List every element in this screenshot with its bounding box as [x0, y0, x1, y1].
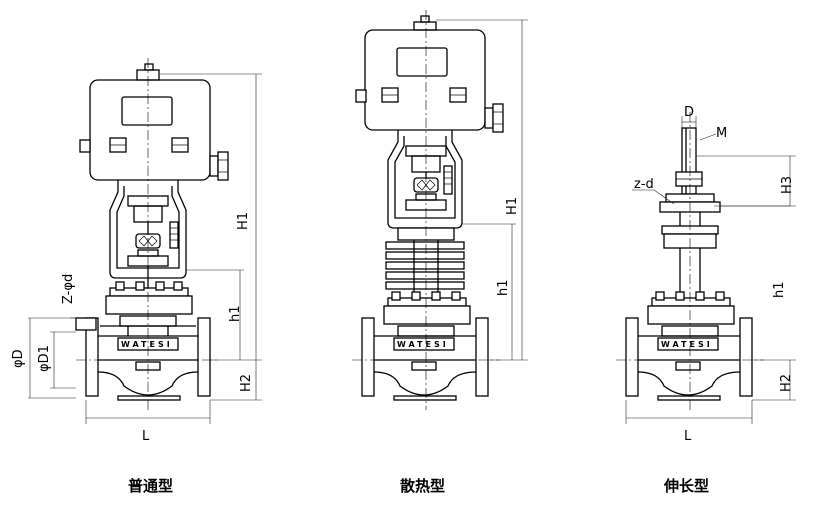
- extended-valve: WATESI D M H3 h1 H2: [616, 105, 796, 495]
- extended-body: WATESI: [625, 317, 753, 401]
- extended-caption: 伸长型: [663, 477, 709, 495]
- extended-H2-label: H2: [779, 374, 794, 392]
- finned-body: WATESI: [361, 317, 489, 401]
- standard-bonnet: [100, 281, 196, 327]
- extended-M-label: M: [716, 126, 727, 141]
- standard-actuator: [79, 63, 229, 181]
- extended-nameplate: WATESI: [661, 340, 713, 349]
- standard-dimensions: H1 h1 H2 L φD φD1 Z-φd: [11, 73, 262, 444]
- standard-valve: WATESI H1 h1 H2 L: [11, 58, 262, 495]
- standard-L-label: L: [142, 429, 150, 444]
- extended-D-label: D: [684, 105, 694, 120]
- finned-cooling-fins: [385, 227, 465, 292]
- standard-phiD1-label: φD1: [37, 345, 52, 372]
- standard-h1-label: h1: [228, 305, 243, 322]
- standard-body: WATESI: [75, 317, 211, 401]
- finned-nameplate: WATESI: [397, 340, 449, 349]
- standard-caption: 普通型: [128, 477, 173, 495]
- standard-H2-label: H2: [239, 374, 254, 392]
- extended-H3-label: H3: [780, 176, 795, 194]
- finned-yoke: [387, 130, 463, 229]
- extended-dimensions: D M H3 h1 H2 L z-d: [625, 105, 796, 444]
- finned-caption: 散热型: [400, 477, 445, 495]
- standard-H1-label: H1: [236, 212, 251, 230]
- finned-H1-label: H1: [505, 197, 520, 215]
- extended-h1-label: h1: [772, 281, 787, 298]
- extended-zd-label: z-d: [634, 177, 654, 192]
- standard-phiD-label: φD: [11, 349, 26, 368]
- extended-L-label: L: [684, 429, 692, 444]
- standard-nameplate: WATESI: [121, 340, 173, 349]
- finned-actuator: [355, 15, 504, 133]
- finned-bonnet: [383, 291, 471, 337]
- finned-valve: WATESI H1 h1 散热型: [352, 10, 528, 495]
- extended-bonnet: [647, 291, 735, 337]
- finned-dimensions: H1 h1: [436, 19, 528, 361]
- standard-Zphid-label: Z-φd: [61, 274, 76, 304]
- finned-h1-label: h1: [496, 279, 511, 296]
